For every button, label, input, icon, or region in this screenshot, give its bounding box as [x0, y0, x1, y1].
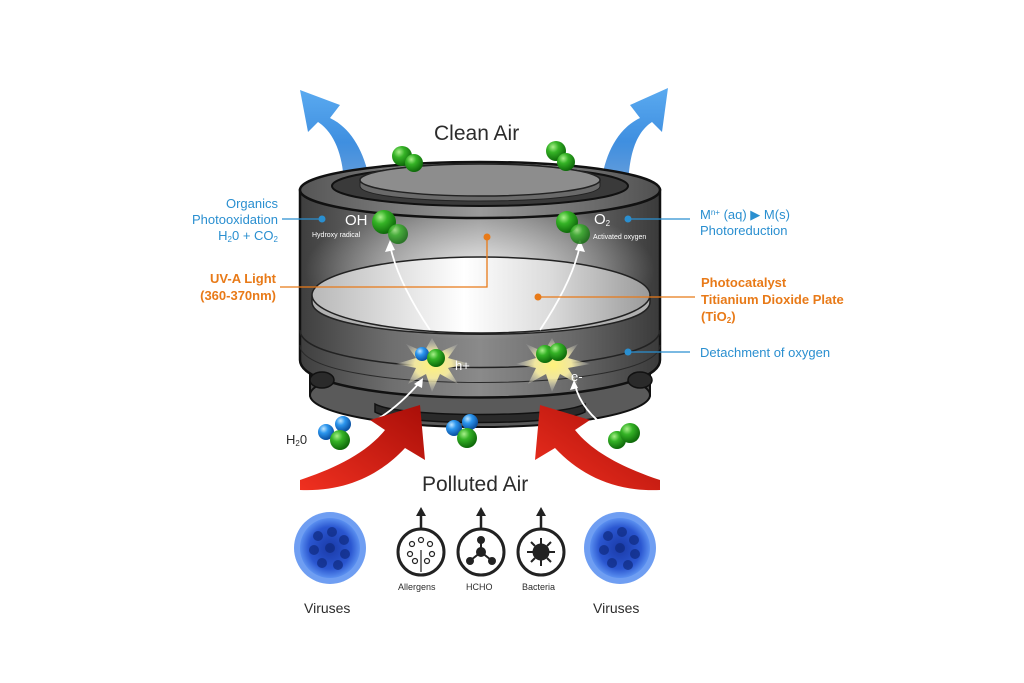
electron-molecule — [536, 343, 567, 363]
uv-wavelength-text: (360-370nm) — [200, 288, 276, 303]
tio2-plate-text: Titianium Dioxide Plate — [701, 292, 844, 307]
polluted-air-arrow-right — [535, 405, 660, 491]
activated-oxygen-caption: Activated oxygen — [593, 234, 647, 241]
water-h: H — [286, 432, 296, 447]
pollutant-label-hcho: HCHO — [466, 582, 493, 592]
pollutant-label-allergens: Allergens — [398, 582, 436, 592]
polluted-air-title: Polluted Air — [422, 473, 529, 496]
clean-air-title: Clean Air — [434, 122, 520, 145]
photoreduction-text: Photoreduction — [700, 223, 788, 238]
pollutant-label-viruses-left: Viruses — [304, 600, 351, 616]
organics-text: Organics — [225, 196, 278, 211]
electron-reaction-star — [516, 338, 590, 392]
formaldehyde-icon — [456, 507, 506, 577]
callout-lines — [280, 215, 695, 356]
metal-reduction-text: Mn+ (aq) ▶ M(s) — [700, 205, 790, 223]
titanium-dioxide-plate — [311, 256, 651, 335]
metal-sup: n+ — [710, 208, 720, 217]
organics-photooxidation-label: Organics Photooxidation H20 + CO2 — [170, 196, 278, 248]
water-label: H20 — [286, 432, 307, 448]
co2-sub: 2 — [273, 235, 278, 244]
hole-label: h+ — [455, 358, 470, 373]
polluted-air-arrow-left — [300, 405, 425, 491]
uv-light-label: UV-A Light (360-370nm) — [170, 270, 276, 304]
activated-oxygen-molecule — [556, 211, 590, 244]
oh-label: OH — [345, 212, 368, 229]
bacteria-icon — [516, 507, 566, 577]
water-molecule-left — [318, 416, 351, 450]
tio2-sub: 2 — [726, 316, 732, 325]
molecule-top-right — [546, 141, 575, 171]
photocatalyst-text: Photocatalyst — [701, 275, 787, 290]
h2o-sub: 2 — [227, 235, 232, 244]
photocatalyst-label: Photocatalyst Titianium Dioxide Plate (T… — [701, 274, 844, 329]
o2-sub: 2 — [605, 219, 611, 228]
o2-o: O — [594, 211, 606, 228]
uv-light-text: UV-A Light — [210, 271, 276, 286]
h2o-h: H — [218, 228, 228, 243]
virus-icon — [584, 512, 656, 584]
flow-arrows — [359, 244, 611, 431]
pollutant-label-viruses-right: Viruses — [593, 600, 640, 616]
tio2-b: ) — [731, 309, 736, 324]
hole-molecule — [415, 347, 445, 367]
molecule-top-left — [392, 146, 423, 172]
virus-icon — [294, 512, 366, 584]
metal-m: M — [700, 207, 711, 222]
tio2-a: (TiO — [701, 309, 727, 324]
h2o-co2-text: H20 + CO2 — [170, 228, 278, 248]
photooxidation-text: Photooxidation — [191, 212, 278, 227]
allergen-icon — [396, 507, 446, 577]
clean-air-arrow-right — [600, 88, 668, 195]
photoreduction-label: Mn+ (aq) ▶ M(s) Photoreduction — [700, 205, 790, 239]
oxygen-molecule-right — [608, 423, 640, 449]
water-molecule-center — [446, 414, 478, 448]
metal-rest: (aq) ▶ M(s) — [719, 207, 790, 222]
co2-mid: 0 + CO — [232, 228, 274, 243]
detachment-label: Detachment of oxygen — [700, 345, 831, 360]
water-o: 0 — [299, 432, 308, 447]
pollutant-label-bacteria: Bacteria — [522, 582, 556, 592]
hydroxy-radical-caption: Hydroxy radical — [312, 232, 361, 239]
electron-label: e- — [571, 369, 583, 384]
o2-label: O2 — [594, 211, 610, 228]
water-sub: 2 — [295, 439, 300, 448]
hydroxy-radical-molecule — [372, 210, 408, 244]
arrow-heads — [385, 240, 585, 390]
tio2-formula: (TiO2) — [701, 308, 844, 329]
